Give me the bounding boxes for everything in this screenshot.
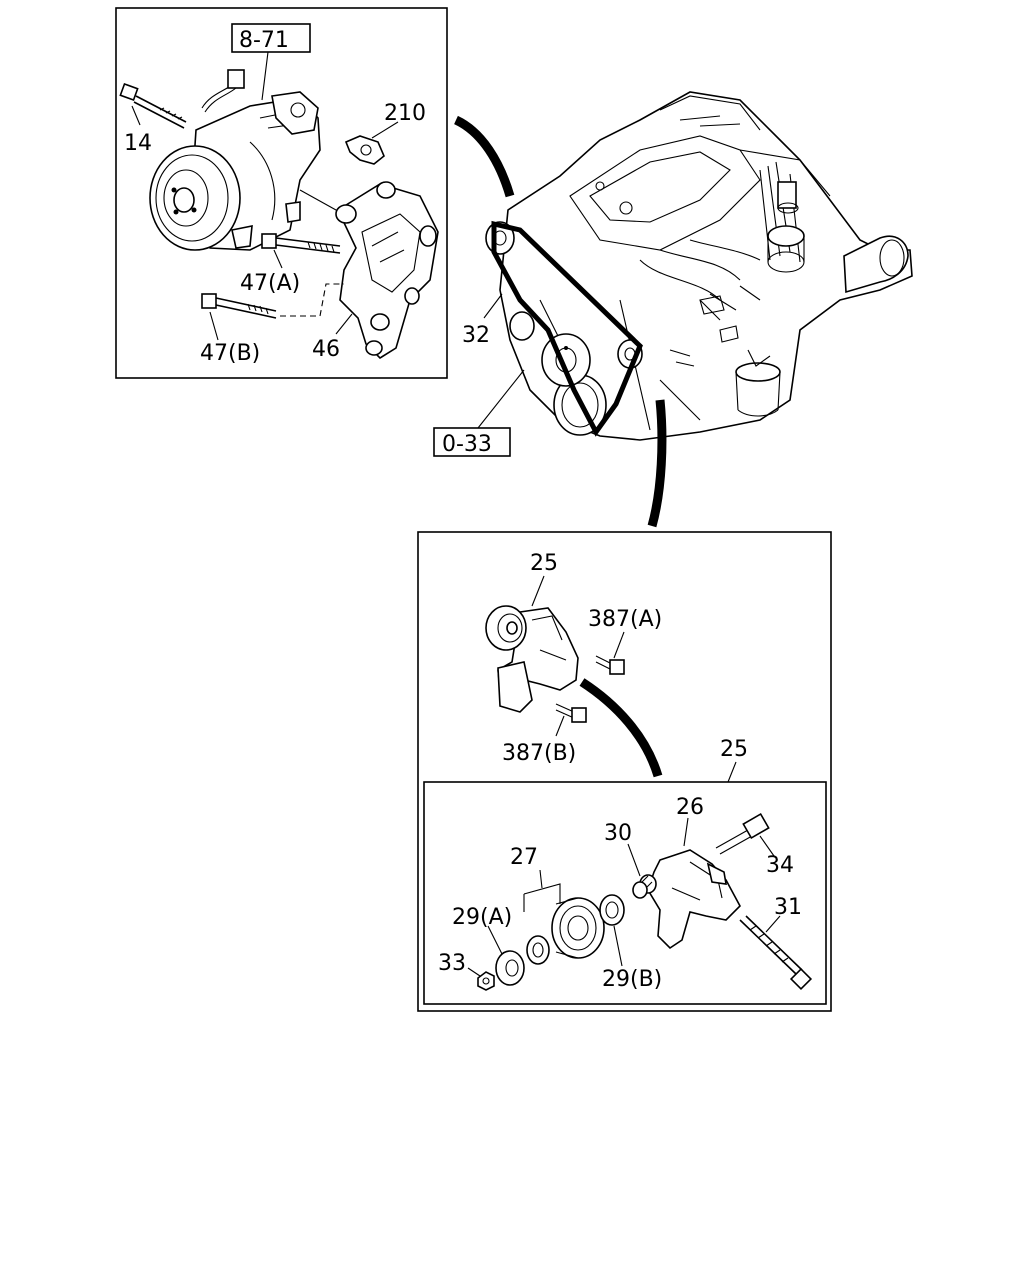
connector-arrow-compressor <box>453 115 515 198</box>
tensioner-panel-frame <box>417 531 832 1012</box>
tensioner-assembly-25 <box>485 605 579 713</box>
callout-387a[interactable]: 387(A) <box>588 607 662 632</box>
clip-210 <box>344 121 399 165</box>
connector-arrow-tensioner <box>579 678 663 778</box>
ref-label-8-71[interactable]: 8-71 <box>239 28 289 53</box>
bolt-34 <box>715 812 770 855</box>
callout-30[interactable]: 30 <box>604 821 632 846</box>
callout-27[interactable]: 27 <box>510 845 538 870</box>
callout-32[interactable]: 32 <box>462 323 490 348</box>
bolt-387b <box>555 703 587 723</box>
tensioner-detail-frame <box>423 781 827 1005</box>
compressor-bracket-46 <box>299 181 439 360</box>
bolt-47a <box>261 233 341 254</box>
bolt-14 <box>119 82 187 129</box>
callout-31[interactable]: 31 <box>774 895 802 920</box>
tensioner-panel: 25 387(A) 387(B) 25 <box>417 531 832 1012</box>
callout-25-detail[interactable]: 25 <box>720 737 748 762</box>
dust-cap <box>495 950 525 986</box>
connector-arrow-engine <box>647 399 667 528</box>
bearing-29a <box>526 935 550 965</box>
callout-29b[interactable]: 29(B) <box>602 967 662 992</box>
bolt-47b <box>201 293 277 319</box>
drive-belt-32 <box>491 220 643 437</box>
callout-33[interactable]: 33 <box>438 951 466 976</box>
ref-label-0-33[interactable]: 0-33 <box>442 432 492 457</box>
ref-box-0-33 <box>433 427 511 457</box>
callout-46[interactable]: 46 <box>312 337 340 362</box>
engine-assembly <box>485 91 913 441</box>
callout-29a[interactable]: 29(A) <box>452 905 512 930</box>
nut-33 <box>477 971 495 991</box>
tensioner-arm-26 <box>647 849 741 950</box>
compressor-panel: 8-71 14 <box>115 7 448 379</box>
ac-compressor <box>149 69 321 251</box>
bearing-29b <box>599 894 625 926</box>
callout-387b[interactable]: 387(B) <box>502 741 576 766</box>
callout-14[interactable]: 14 <box>124 131 152 156</box>
bolt-387a <box>595 655 625 675</box>
callout-26[interactable]: 26 <box>676 795 704 820</box>
callout-47a[interactable]: 47(A) <box>240 271 300 296</box>
idler-pulley-27 <box>551 897 605 959</box>
callout-34[interactable]: 34 <box>766 853 794 878</box>
ref-box-8-71 <box>231 23 311 53</box>
spacer-30 <box>632 874 657 899</box>
compressor-panel-frame <box>115 7 448 379</box>
callout-47b[interactable]: 47(B) <box>200 341 260 366</box>
callout-25-top[interactable]: 25 <box>530 551 558 576</box>
bolt-31 <box>739 915 813 991</box>
callout-210[interactable]: 210 <box>384 101 426 126</box>
